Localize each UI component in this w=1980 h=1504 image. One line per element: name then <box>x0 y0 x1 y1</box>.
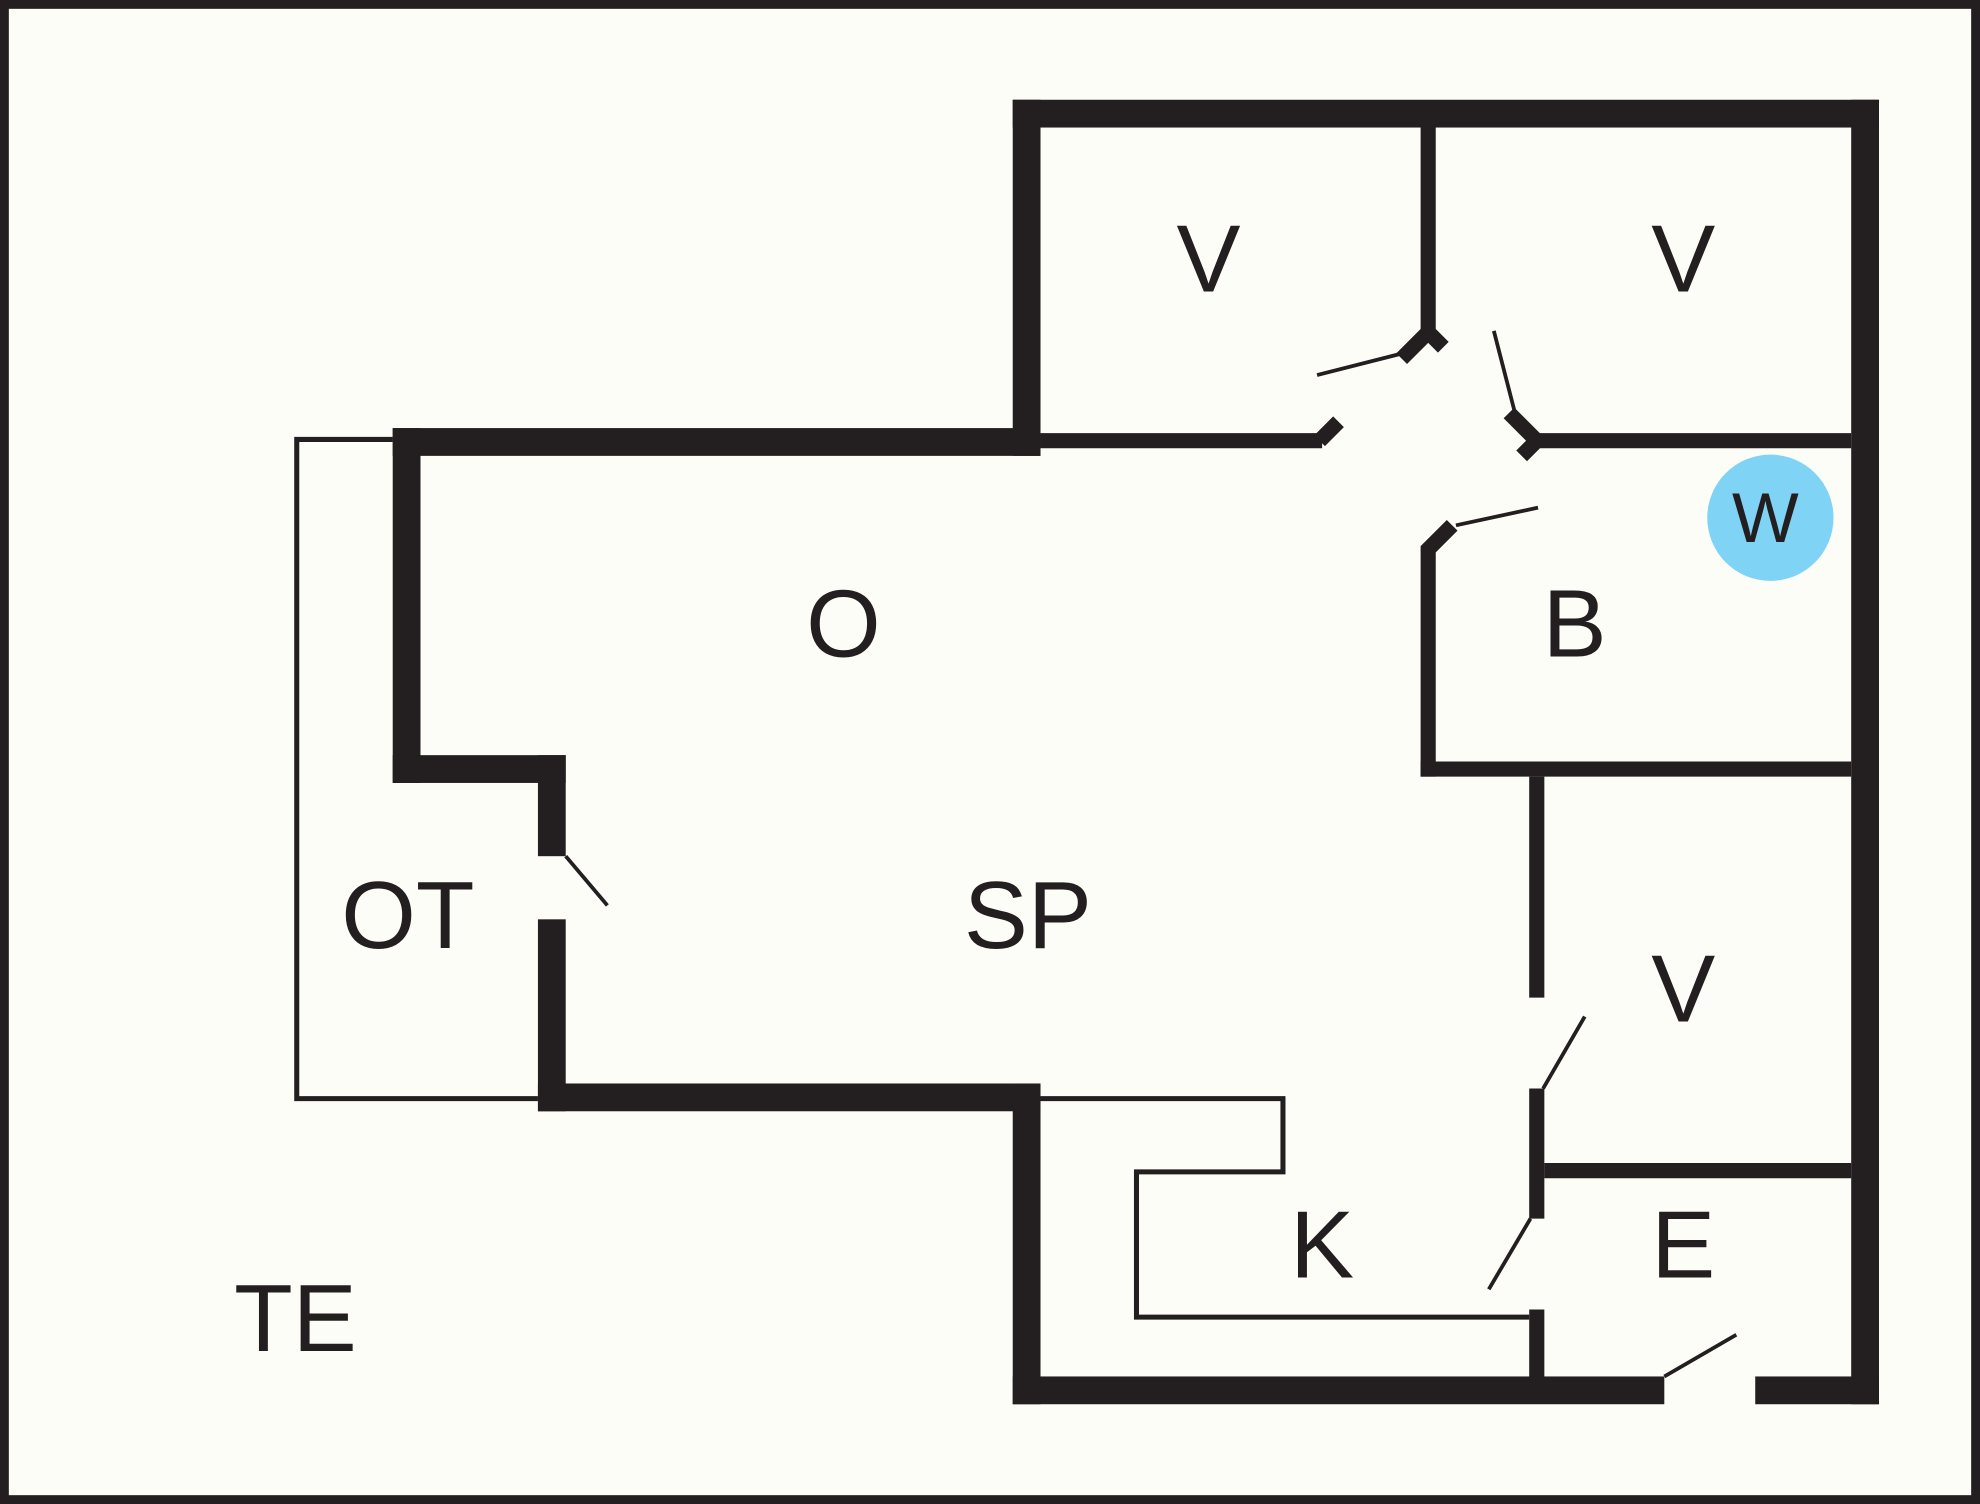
door-v1 <box>1316 351 1403 377</box>
kitchen-counter <box>1040 1096 1530 1320</box>
room-label-sp: SP <box>964 862 1092 969</box>
door-swings <box>564 330 1738 1379</box>
room-label-e: E <box>1651 1192 1715 1299</box>
door-entrance <box>1663 1333 1738 1379</box>
door-k <box>1487 1217 1533 1291</box>
room-label-o: O <box>806 570 881 677</box>
room-label-b: B <box>1543 570 1607 677</box>
room-label-v3: V <box>1651 935 1715 1042</box>
room-label-v2: V <box>1651 205 1715 312</box>
door-v3 <box>1541 1015 1587 1090</box>
room-label-v1: V <box>1176 205 1240 312</box>
door-v2 <box>1492 330 1518 415</box>
washer-label: W <box>1732 478 1799 557</box>
room-label-ot: OT <box>341 862 474 969</box>
fixtures <box>294 436 1530 1320</box>
washer-marker <box>1707 454 1834 581</box>
room-label-te: TE <box>234 1265 357 1372</box>
exterior-walls <box>392 99 1879 1405</box>
interior-walls <box>1040 126 1852 1377</box>
room-label-k: K <box>1290 1192 1354 1299</box>
terrace-outline <box>294 436 538 1102</box>
door-ot <box>564 854 609 907</box>
door-b <box>1455 505 1539 528</box>
